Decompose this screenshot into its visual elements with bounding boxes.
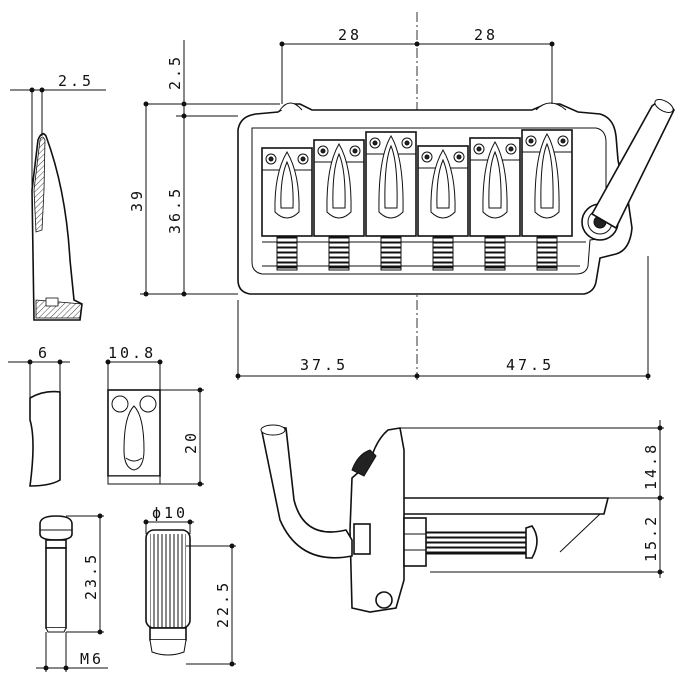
dim-wheel-dia-10: ϕ10 xyxy=(152,504,188,522)
saddle xyxy=(417,145,469,271)
adjust-wheel-view xyxy=(145,529,191,656)
dim-width-37-5: 37.5 xyxy=(300,356,348,374)
dim-screw-23-5: 23.5 xyxy=(82,552,100,600)
saddle-front-view xyxy=(107,389,161,485)
dim-top-right-28: 28 xyxy=(474,26,498,44)
dim-top-2-5: 2.5 xyxy=(166,54,184,90)
saddle-screw-view xyxy=(39,515,73,633)
dim-side-14-8: 14.8 xyxy=(642,442,660,490)
dim-wheel-22-5: 22.5 xyxy=(214,580,232,628)
dim-saddle-20: 20 xyxy=(182,430,200,454)
dimension-labels: 28 28 2.5 2.5 39 36.5 37.5 47.5 6 10.8 2… xyxy=(38,26,660,668)
saddle-side-view xyxy=(29,390,61,487)
dim-saddle-10-8: 10.8 xyxy=(108,344,156,362)
saddle xyxy=(313,139,365,271)
saddle xyxy=(521,129,573,271)
dim-height-39: 39 xyxy=(128,188,146,212)
dim-height-36-5: 36.5 xyxy=(166,186,184,234)
dim-saddle-6: 6 xyxy=(38,344,50,362)
dim-width-47-5: 47.5 xyxy=(506,356,554,374)
dim-screw-m6: M6 xyxy=(80,650,104,668)
saddle-row xyxy=(261,129,573,271)
dim-side-15-2: 15.2 xyxy=(642,514,660,562)
side-section-view xyxy=(31,132,83,321)
saddle xyxy=(469,137,521,271)
saddle xyxy=(261,147,313,271)
bridge-side-view xyxy=(260,424,610,613)
dimension-lines xyxy=(8,40,664,672)
dim-side-2-5: 2.5 xyxy=(58,72,94,90)
dim-top-left-28: 28 xyxy=(338,26,362,44)
saddle xyxy=(365,131,417,271)
